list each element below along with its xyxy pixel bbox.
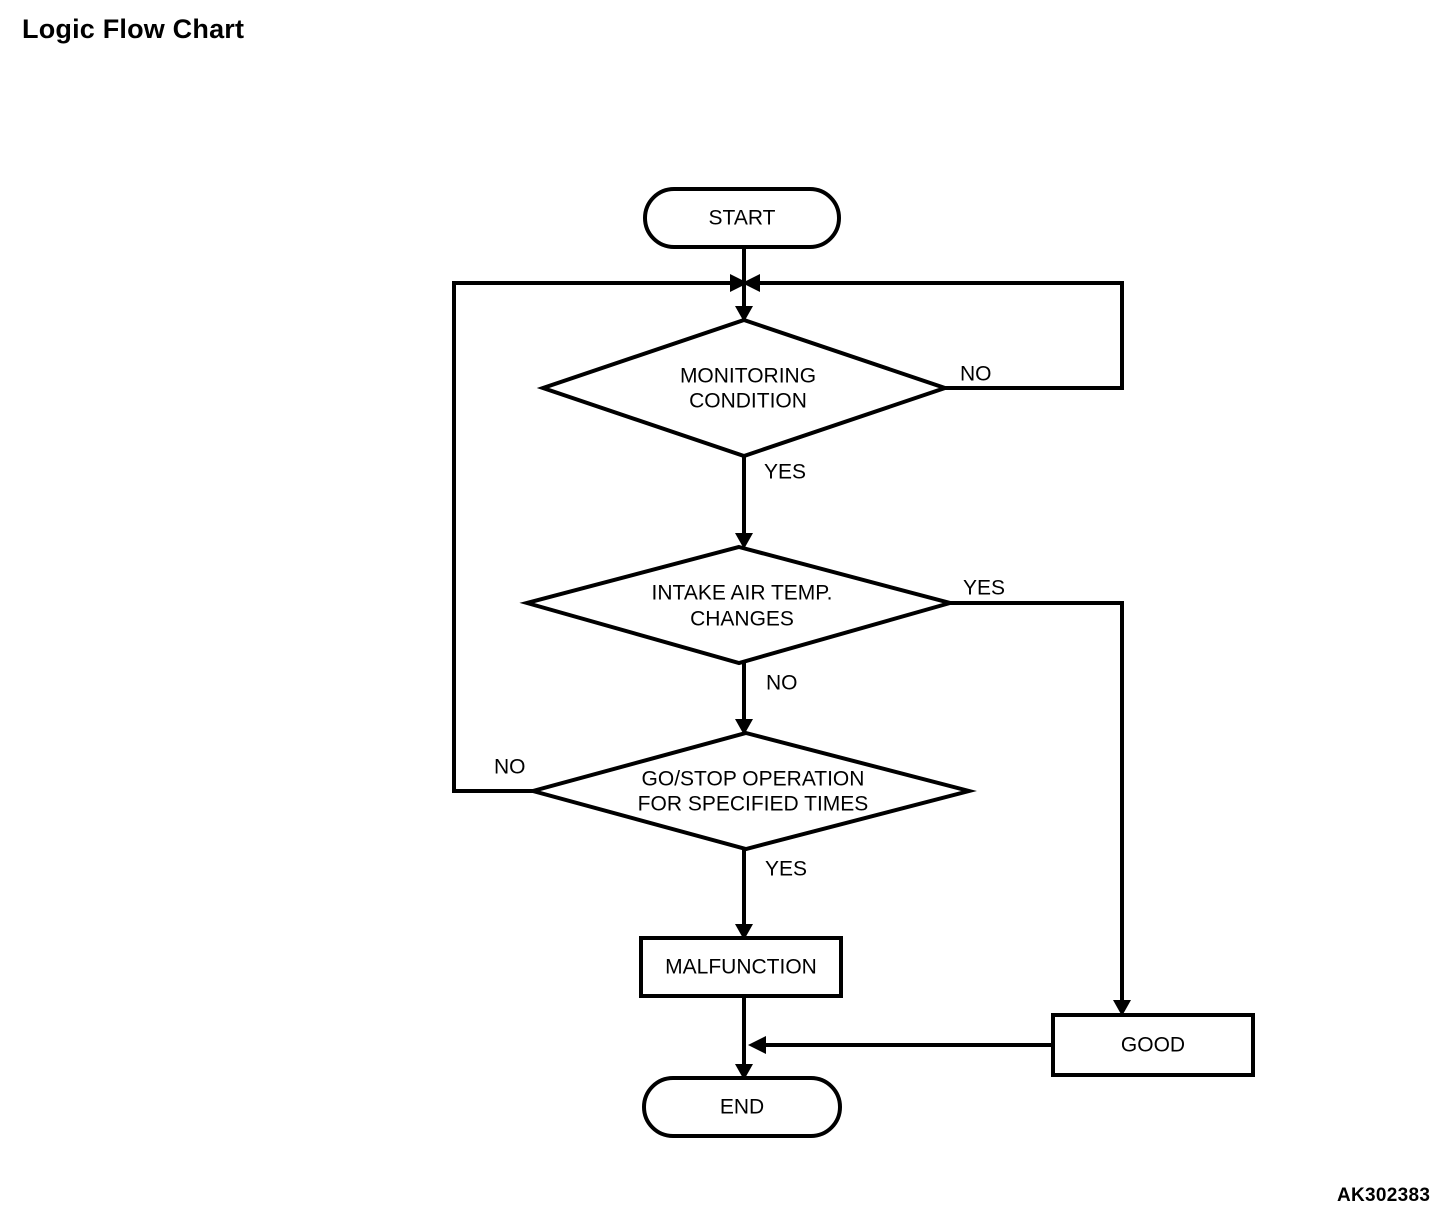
reference-code: AK302383 bbox=[1337, 1185, 1431, 1206]
arrowhead-left-feedback bbox=[730, 274, 748, 292]
branch-label-gostop-no: NO bbox=[494, 756, 526, 779]
node-intake-label-line2: CHANGES bbox=[690, 608, 794, 631]
arrowhead-good-merge bbox=[748, 1036, 766, 1054]
page-title: Logic Flow Chart bbox=[22, 14, 245, 44]
node-good-label: GOOD bbox=[1121, 1034, 1185, 1057]
branch-label-monitoring-yes: YES bbox=[764, 461, 806, 484]
node-end[interactable] bbox=[642, 1076, 842, 1138]
arrowhead-into-gostop bbox=[735, 719, 753, 735]
connector-monitoring-no-feedback bbox=[760, 281, 1124, 390]
node-gostop-label-line2: FOR SPECIFIED TIMES bbox=[638, 793, 869, 816]
branch-label-intake-no: NO bbox=[766, 672, 798, 695]
node-intake-air-temp-changes[interactable] bbox=[519, 544, 958, 666]
connector-intake-yes-to-good bbox=[950, 601, 1124, 1007]
arrowhead-into-malfunction bbox=[735, 924, 753, 940]
node-start-label: START bbox=[709, 207, 776, 230]
node-gostop-operation[interactable] bbox=[525, 730, 977, 852]
arrowhead-right-feedback bbox=[742, 274, 760, 292]
connector-gostop-no-feedback bbox=[452, 281, 730, 793]
branch-label-monitoring-no: NO bbox=[960, 363, 992, 386]
branch-label-gostop-yes: YES bbox=[765, 858, 807, 881]
arrowhead-into-end bbox=[735, 1064, 753, 1080]
node-malfunction[interactable] bbox=[639, 936, 843, 998]
node-gostop-label-line1: GO/STOP OPERATION bbox=[642, 768, 865, 791]
branch-label-intake-yes: YES bbox=[963, 577, 1005, 600]
node-monitoring-condition[interactable] bbox=[536, 317, 952, 459]
node-good[interactable] bbox=[1051, 1013, 1255, 1077]
node-malfunction-label: MALFUNCTION bbox=[665, 956, 817, 979]
arrowhead-into-intake bbox=[735, 533, 753, 549]
node-monitoring-label-line2: CONDITION bbox=[689, 390, 807, 413]
arrowhead-into-good bbox=[1113, 1000, 1131, 1016]
node-monitoring-label-line1: MONITORING bbox=[680, 365, 816, 388]
node-start[interactable] bbox=[643, 187, 841, 249]
arrowhead-into-monitoring bbox=[735, 306, 753, 322]
node-intake-label-line1: INTAKE AIR TEMP. bbox=[652, 582, 833, 605]
node-end-label: END bbox=[720, 1096, 764, 1119]
